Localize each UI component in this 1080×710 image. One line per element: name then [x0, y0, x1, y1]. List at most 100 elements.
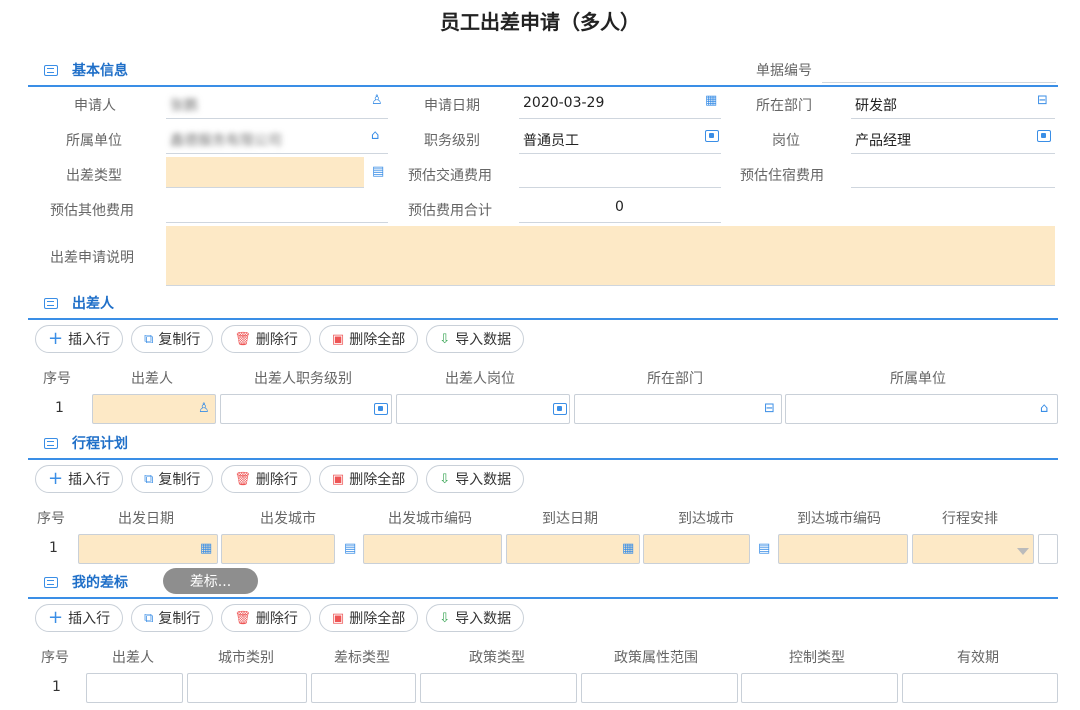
apply-date-field[interactable]: 2020-03-29 ▦ [519, 88, 721, 119]
section-travelers-header: 出差人 [44, 293, 114, 313]
traveler-unit-cell[interactable]: ⌂ [785, 394, 1058, 424]
delete-row-button[interactable]: 🗑删除行 [221, 604, 311, 632]
section-allowance-header: 我的差标 [44, 572, 128, 592]
itinerary-col-depart-date: 出发日期 [118, 511, 174, 527]
calendar-icon[interactable]: ▦ [705, 93, 718, 108]
arrive-code-cell[interactable] [778, 534, 908, 564]
arrive-city-cell[interactable] [643, 534, 750, 564]
import-data-button[interactable]: ⇩导入数据 [426, 604, 525, 632]
section-itinerary-title: 行程计划 [72, 436, 128, 452]
schedule-select[interactable] [912, 534, 1034, 564]
applicant-field[interactable]: 张鹏 ♙ [166, 88, 388, 119]
bank-icon[interactable]: ⌂ [1040, 401, 1049, 416]
allowance-control-type-cell[interactable] [741, 673, 898, 703]
delete-row-button[interactable]: 🗑删除行 [221, 465, 311, 493]
arrive-date-cell[interactable]: ▦ [506, 534, 640, 564]
travelers-toolbar: +插入行 ⧉复制行 🗑删除行 ▣删除全部 ⇩导入数据 [35, 325, 525, 353]
id-card-icon[interactable] [1037, 130, 1051, 142]
doc-no-field[interactable] [822, 52, 1056, 83]
dept-value: 研发部 [855, 98, 897, 114]
dept-field[interactable]: 研发部 ⊟ [851, 88, 1055, 119]
department-icon[interactable]: ⊟ [1037, 93, 1048, 108]
calendar-icon[interactable]: ▦ [200, 541, 213, 556]
copy-row-button[interactable]: ⧉复制行 [131, 325, 214, 353]
traveler-position-cell[interactable] [396, 394, 570, 424]
id-card-icon[interactable] [553, 403, 567, 415]
insert-row-button[interactable]: +插入行 [35, 325, 124, 353]
lodging-label: 预估住宿费用 [740, 168, 824, 184]
position-value: 产品经理 [855, 133, 911, 149]
copy-icon: ⧉ [144, 610, 154, 626]
copy-row-button[interactable]: ⧉复制行 [131, 604, 214, 632]
import-data-button[interactable]: ⇩导入数据 [426, 465, 525, 493]
extra-cell[interactable] [1038, 534, 1058, 564]
depart-city-cell[interactable] [221, 534, 335, 564]
table-icon [44, 297, 58, 309]
allowance-traveler-cell[interactable] [86, 673, 183, 703]
traveler-cell[interactable]: ♙ [92, 394, 216, 424]
doc-no-label: 单据编号 [756, 63, 812, 79]
allowance-validity-cell[interactable] [902, 673, 1058, 703]
allowance-policy-type-cell[interactable] [420, 673, 577, 703]
traveler-grade-cell[interactable] [220, 394, 392, 424]
transport-field[interactable] [519, 157, 721, 188]
copy-icon: ⧉ [144, 471, 154, 487]
insert-row-button[interactable]: +插入行 [35, 604, 124, 632]
travelers-row-num: 1 [55, 400, 64, 416]
travelers-col-grade: 出差人职务级别 [254, 371, 352, 387]
itinerary-col-depart-city: 出发城市 [260, 511, 316, 527]
insert-row-button[interactable]: +插入行 [35, 465, 124, 493]
section-itinerary-divider [28, 458, 1058, 460]
delete-row-button[interactable]: 🗑删除行 [221, 325, 311, 353]
travelers-col-traveler: 出差人 [131, 371, 173, 387]
allowance-city-type-cell[interactable] [187, 673, 307, 703]
delete-all-button[interactable]: ▣删除全部 [318, 604, 419, 632]
form-icon [44, 64, 58, 76]
table-icon [44, 437, 58, 449]
depart-code-cell[interactable] [363, 534, 502, 564]
user-icon[interactable]: ♙ [371, 93, 383, 108]
import-data-button[interactable]: ⇩导入数据 [426, 325, 525, 353]
traveler-dept-cell[interactable]: ⊟ [574, 394, 782, 424]
section-travelers-divider [28, 318, 1058, 320]
delete-all-icon: ▣ [331, 331, 345, 347]
trip-type-field[interactable] [166, 157, 364, 188]
other-field[interactable] [166, 192, 388, 223]
unit-value: 鑫德服务有限公司 [170, 133, 282, 149]
allowance-policy-range-cell[interactable] [581, 673, 738, 703]
allowance-col-seq: 序号 [41, 650, 69, 666]
delete-all-button[interactable]: ▣删除全部 [318, 465, 419, 493]
position-label: 岗位 [772, 133, 800, 149]
info-icon[interactable] [705, 130, 719, 142]
calendar-icon[interactable]: ▦ [622, 541, 635, 556]
depart-date-cell[interactable]: ▦ [78, 534, 218, 564]
unit-field[interactable]: 鑫德服务有限公司 ⌂ [166, 123, 388, 154]
list-icon[interactable]: ▤ [372, 164, 385, 179]
delete-all-button[interactable]: ▣删除全部 [318, 325, 419, 353]
applicant-value: 张鹏 [170, 98, 198, 114]
allowance-col-traveler: 出差人 [112, 650, 154, 666]
allowance-standard-type-cell[interactable] [311, 673, 416, 703]
department-icon[interactable]: ⊟ [764, 401, 775, 416]
user-icon[interactable]: ♙ [198, 401, 210, 416]
import-icon: ⇩ [439, 331, 451, 347]
list-icon[interactable]: ▤ [344, 541, 357, 556]
desc-textarea[interactable] [166, 226, 1055, 286]
section-basic-title: 基本信息 [72, 63, 128, 79]
allowance-button[interactable]: 差标... [163, 568, 258, 594]
allowance-col-control-type: 控制类型 [789, 650, 845, 666]
copy-row-button[interactable]: ⧉复制行 [131, 465, 214, 493]
grade-field[interactable]: 普通员工 [519, 123, 721, 154]
bank-icon[interactable]: ⌂ [371, 128, 380, 143]
section-itinerary-header: 行程计划 [44, 433, 128, 453]
list-icon[interactable]: ▤ [758, 541, 771, 556]
allowance-col-city-type: 城市类别 [218, 650, 274, 666]
travelers-col-dept: 所在部门 [647, 371, 703, 387]
copy-icon: ⧉ [144, 331, 154, 347]
apply-date-value: 2020-03-29 [523, 95, 605, 111]
info-icon[interactable] [374, 403, 388, 415]
position-field[interactable]: 产品经理 [851, 123, 1055, 154]
lodging-field[interactable] [851, 157, 1055, 188]
total-label: 预估费用合计 [408, 203, 492, 219]
allowance-col-standard-type: 差标类型 [334, 650, 390, 666]
